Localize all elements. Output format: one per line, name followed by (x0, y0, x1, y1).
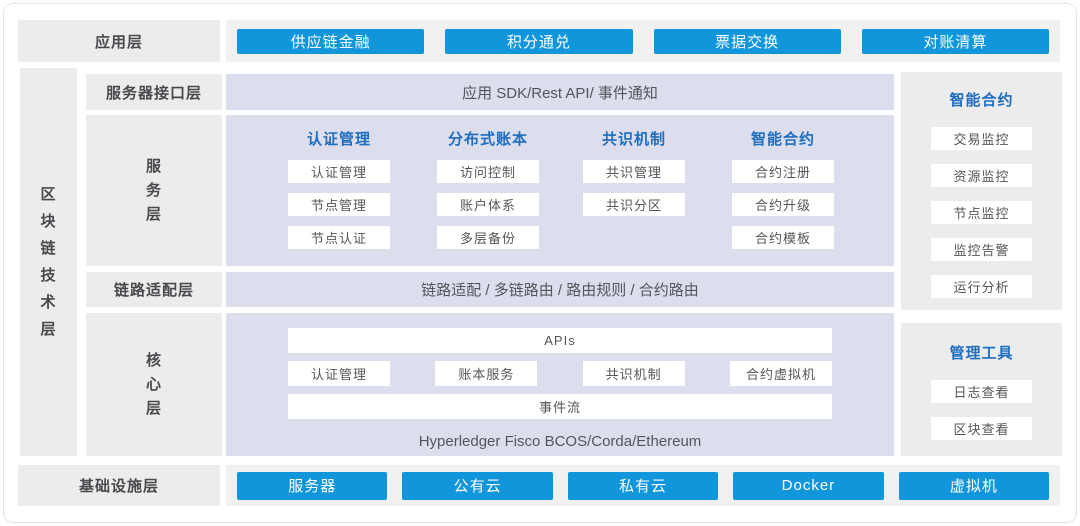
service-column-header: 共识机制 (601, 131, 666, 148)
infra-button-private-cloud[interactable]: 私有云 (567, 471, 719, 500)
service-item: 共识管理 (583, 160, 685, 183)
tech-layer-label: 区块链技术层 (40, 186, 57, 338)
service-item: 节点管理 (288, 193, 390, 216)
service-item: 节点认证 (288, 226, 390, 249)
service-layer-panel: 认证管理 认证管理 节点管理 节点认证 分布式账本 访问控制 账户体系 多层备份… (226, 115, 894, 266)
core-layer-label: 核心层 (86, 313, 222, 456)
app-button-supply-chain-finance[interactable]: 供应链金融 (237, 28, 425, 54)
service-column-auth: 认证管理 认证管理 节点管理 节点认证 (288, 128, 390, 249)
core-item: 认证管理 (288, 361, 390, 386)
infra-button-public-cloud[interactable]: 公有云 (402, 471, 553, 500)
service-item: 合约升级 (732, 193, 834, 216)
service-item: 账户体系 (437, 193, 539, 216)
infra-layer-label: 基础设施层 (18, 465, 220, 506)
service-column-contract: 智能合约 合约注册 合约升级 合约模板 (732, 128, 834, 249)
service-column-header: 智能合约 (750, 131, 815, 148)
service-layer-label: 服务层 (86, 115, 222, 266)
service-item: 合约注册 (732, 160, 834, 183)
service-item: 访问控制 (437, 160, 539, 183)
apis-band: APIs (288, 328, 832, 353)
monitor-panel: 智能合约 交易监控 资源监控 节点监控 监控告警 运行分析 (901, 72, 1062, 310)
core-items-row: 认证管理 账本服务 共识机制 合约虚拟机 (288, 361, 832, 386)
tools-item: 日志查看 (931, 380, 1032, 403)
link-layer-label: 链路适配层 (86, 272, 222, 307)
core-item: 合约虚拟机 (729, 361, 832, 386)
core-layer-panel: APIs 认证管理 账本服务 共识机制 合约虚拟机 事件流 Hyperledge… (226, 313, 894, 456)
app-button-reconciliation[interactable]: 对账清算 (861, 28, 1049, 54)
app-button-points-exchange[interactable]: 积分通兑 (445, 28, 633, 54)
service-item: 认证管理 (288, 160, 390, 183)
tools-panel-header: 管理工具 (949, 345, 1014, 362)
event-stream-band: 事件流 (288, 394, 832, 419)
service-item: 共识分区 (583, 193, 685, 216)
service-column-header: 分布式账本 (447, 131, 528, 148)
monitor-item: 运行分析 (931, 275, 1032, 298)
link-adaptation-band: 链路适配 / 多链路由 / 路由规则 / 合约路由 (226, 272, 894, 307)
app-button-bill-exchange[interactable]: 票据交换 (653, 28, 841, 54)
infra-layer-band: 服务器 公有云 私有云 Docker 虚拟机 (226, 465, 1060, 506)
monitor-panel-header: 智能合约 (949, 92, 1014, 109)
app-layer-band: 供应链金融 积分通兑 票据交换 对账清算 (226, 20, 1060, 62)
service-item: 合约模板 (732, 226, 834, 249)
monitor-item: 资源监控 (931, 164, 1032, 187)
service-column-consensus: 共识机制 共识管理 共识分区 (583, 128, 685, 216)
infra-button-docker[interactable]: Docker (733, 471, 884, 500)
tech-layer-strip: 区块链技术层 (20, 68, 77, 456)
core-item: 账本服务 (435, 361, 538, 386)
core-item: 共识机制 (582, 361, 685, 386)
tools-panel: 管理工具 日志查看 区块查看 (901, 323, 1062, 456)
service-column-header: 认证管理 (306, 131, 371, 148)
service-column-ledger: 分布式账本 访问控制 账户体系 多层备份 (437, 128, 539, 249)
monitor-item: 节点监控 (931, 201, 1032, 224)
sdk-api-band: 应用 SDK/Rest API/ 事件通知 (226, 74, 894, 110)
infra-button-vm[interactable]: 虚拟机 (898, 471, 1050, 500)
app-layer-label: 应用层 (18, 20, 220, 62)
tools-item: 区块查看 (931, 417, 1032, 440)
core-platforms-text: Hyperledger Fisco BCOS/Corda/Ethereum (418, 433, 702, 450)
monitor-item: 交易监控 (931, 127, 1032, 150)
interface-layer-label: 服务器接口层 (86, 74, 222, 110)
infra-button-server[interactable]: 服务器 (237, 471, 388, 500)
service-item: 多层备份 (437, 226, 539, 249)
monitor-item: 监控告警 (931, 238, 1032, 261)
